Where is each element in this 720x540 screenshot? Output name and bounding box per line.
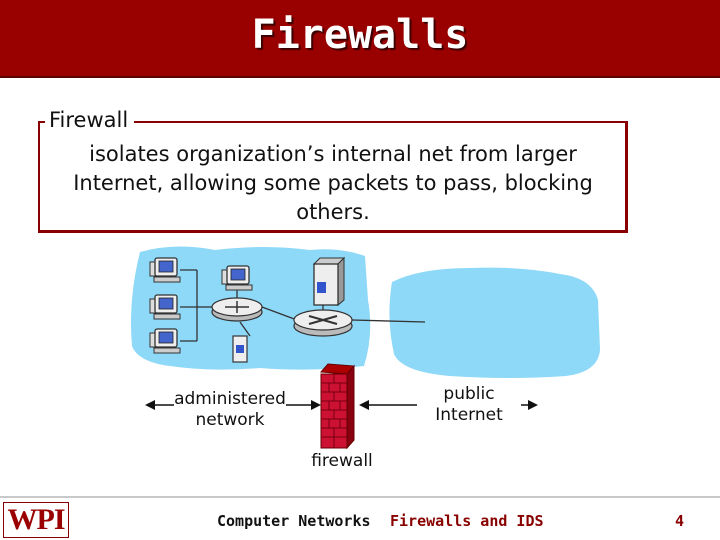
definition-label: Firewall <box>45 108 135 132</box>
slide-title: Firewalls <box>251 12 469 58</box>
firewall-label: firewall <box>286 451 398 475</box>
title-bar: Firewalls <box>0 0 720 78</box>
host-computer-icon <box>149 328 181 354</box>
firewall-brick-icon <box>319 363 356 450</box>
switch-icon <box>211 297 263 322</box>
public-internet-label: public Internet <box>417 384 521 426</box>
definition-box <box>38 121 628 233</box>
host-computer-icon <box>149 294 181 320</box>
public-internet-cloud <box>389 267 600 378</box>
host-computer-icon <box>149 257 181 283</box>
gateway-tower-icon <box>312 256 346 307</box>
host-computer-icon <box>221 265 253 291</box>
definition-text: isolates organization’s internal net fro… <box>73 142 593 224</box>
page-number: 4 <box>675 512 685 530</box>
server-tower-icon <box>232 335 248 363</box>
footer-topic: Firewalls and IDS <box>390 512 544 530</box>
administered-network-label: administered network <box>174 389 286 431</box>
wpi-logo: WPI <box>3 502 69 538</box>
router-icon <box>293 309 353 337</box>
footer-course: Computer Networks <box>217 512 371 530</box>
footer-divider <box>0 496 720 498</box>
